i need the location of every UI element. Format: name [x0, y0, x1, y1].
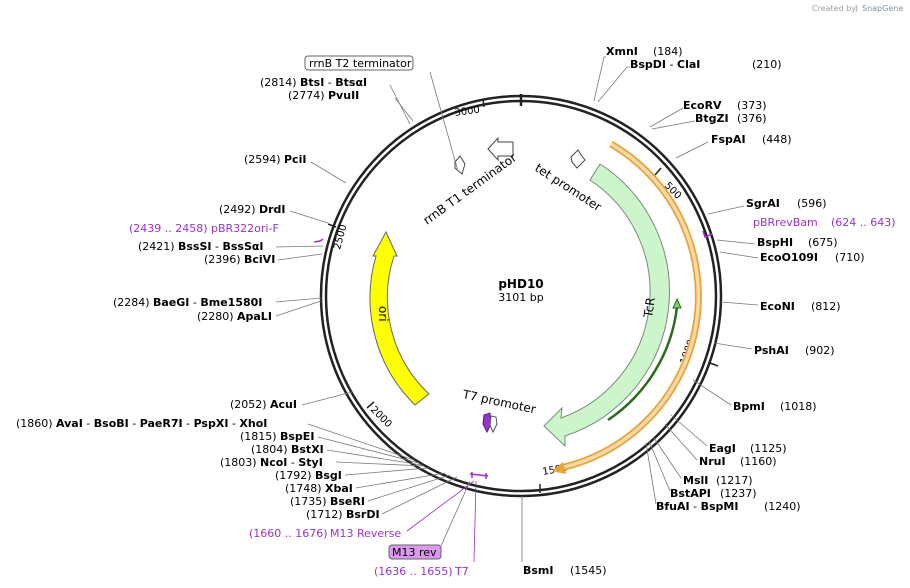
map-size: 3101 bp: [498, 291, 543, 304]
tet-promoter-feature[interactable]: [570, 149, 586, 169]
site-avai-group[interactable]: (1860)AvaI - BsoBI - PaeR7I - PspXI - Xh…: [16, 417, 267, 430]
ori-label: ori: [376, 306, 390, 322]
credit-prefix: Created by: [812, 4, 856, 13]
site-apali[interactable]: (2280)ApaLI: [197, 310, 272, 323]
primer-t7[interactable]: (1636 .. 1655)T7: [374, 565, 469, 578]
tcr-label: TcR: [641, 296, 658, 319]
tcr-subfeature-line: [607, 306, 679, 422]
site-bstxi[interactable]: (1804)BstXI: [251, 443, 324, 456]
rrnb-t2-box: [304, 55, 414, 71]
tick-label-3000: 3000: [454, 105, 481, 119]
rrnb-t1-terminator-feature[interactable]: [487, 136, 514, 162]
site-bsphi[interactable]: BspHI(675): [757, 236, 838, 249]
tick-500-mark: [654, 167, 662, 176]
site-baegi-bme1580i[interactable]: (2284)BaeGI - Bme1580I: [113, 296, 262, 309]
site-fspai[interactable]: FspAI(448): [711, 133, 792, 146]
site-bsssi-bsssai[interactable]: (2421)BssSI - BssSαI: [138, 240, 264, 253]
site-nrui[interactable]: NruI(1160): [699, 455, 777, 468]
site-pcii[interactable]: (2594)PciI: [244, 153, 306, 166]
rrnb-t1-terminator-label: rrnB T1 terminator: [421, 150, 520, 227]
primer-m13-reverse[interactable]: (1660 .. 1676)M13 Reverse: [249, 527, 401, 540]
m13-rev-label[interactable]: M13 rev: [392, 546, 437, 559]
t7-promoter-feature[interactable]: [489, 415, 498, 434]
tick-3000-mark: [482, 98, 485, 108]
right-site-leaders: [521, 56, 759, 562]
orf-arrowhead: [552, 462, 566, 474]
bottom-primer-mark[interactable]: [469, 473, 489, 477]
map-title: pHD10: [498, 277, 543, 291]
credit-brand: SnapGene: [862, 4, 903, 13]
site-bspdi-clai[interactable]: BspDI - ClaI(210): [630, 58, 782, 71]
left-site-leaders: [275, 71, 477, 563]
tick-label-2500: 2500: [332, 223, 349, 250]
site-bsgi[interactable]: (1792)BsgI: [275, 469, 342, 482]
site-xmni[interactable]: XmnI(184): [606, 45, 683, 58]
primer-pbrrevbam[interactable]: pBRrevBam(624 .. 643): [753, 216, 896, 229]
rrnb-t2-terminator-label[interactable]: rrnB T2 terminator: [309, 57, 412, 70]
site-bstapi[interactable]: BstAPI(1237): [670, 487, 757, 500]
site-sgrai[interactable]: SgrAI(596): [746, 197, 827, 210]
pbr322ori-primer-mark[interactable]: [313, 238, 324, 243]
tcr-feature[interactable]: [543, 163, 670, 448]
site-xbai[interactable]: (1748)XbaI: [285, 482, 353, 495]
site-bcivi[interactable]: (2396)BciVI: [204, 253, 275, 266]
site-ecorv[interactable]: EcoRV(373): [683, 99, 767, 112]
site-ecoo109i[interactable]: EcoO109I(710): [760, 251, 865, 264]
site-bpmi[interactable]: BpmI(1018): [733, 400, 817, 413]
tick-2500-mark: [327, 223, 337, 228]
t7-promoter-label: T7 promoter: [460, 387, 537, 416]
tick-2000-mark: [366, 401, 375, 409]
site-btgzi[interactable]: BtgZI(376): [695, 112, 767, 125]
pbrrevbam-primer-mark[interactable]: [702, 230, 713, 239]
m13-reverse-feature[interactable]: [482, 412, 492, 434]
site-econi[interactable]: EcoNI(812): [760, 300, 841, 313]
m13-rev-box: [388, 544, 442, 560]
ori-feature[interactable]: [369, 230, 430, 406]
tcr-subfeature-arrowhead: [672, 297, 682, 309]
site-bsmi[interactable]: BsmI(1545): [523, 564, 607, 577]
tick-1000-mark: [709, 362, 719, 367]
site-bfuai-bspmi[interactable]: BfuAI - BspMI(1240): [656, 500, 801, 513]
site-ncoi-styi[interactable]: (1803)NcoI - StyI: [220, 456, 323, 469]
site-bsrdi[interactable]: (1712)BsrDI: [306, 508, 380, 521]
tick-label-2000: 2000: [368, 404, 394, 430]
site-pvuii[interactable]: (2774)PvuII: [288, 89, 359, 102]
site-btsi-btsai[interactable]: (2814)BtsI - BtsαI: [260, 76, 367, 89]
site-bspei[interactable]: (1815)BspEI: [240, 430, 314, 443]
site-drdi[interactable]: (2492)DrdI: [219, 203, 286, 216]
site-pshai[interactable]: PshAI(902): [754, 344, 835, 357]
site-bseri[interactable]: (1735)BseRI: [290, 495, 365, 508]
orf-arc[interactable]: [559, 142, 701, 470]
site-acui[interactable]: (2052)AcuI: [230, 398, 297, 411]
tet-promoter-label: tet promoter: [532, 161, 604, 214]
site-eagi[interactable]: EagI(1125): [709, 442, 787, 455]
site-msli[interactable]: MslI(1217): [683, 474, 753, 487]
primer-pbr322ori-f[interactable]: (2439 .. 2458)pBR322ori-F: [129, 222, 279, 235]
snapgene-logo-icon: ⟩: [855, 4, 858, 13]
